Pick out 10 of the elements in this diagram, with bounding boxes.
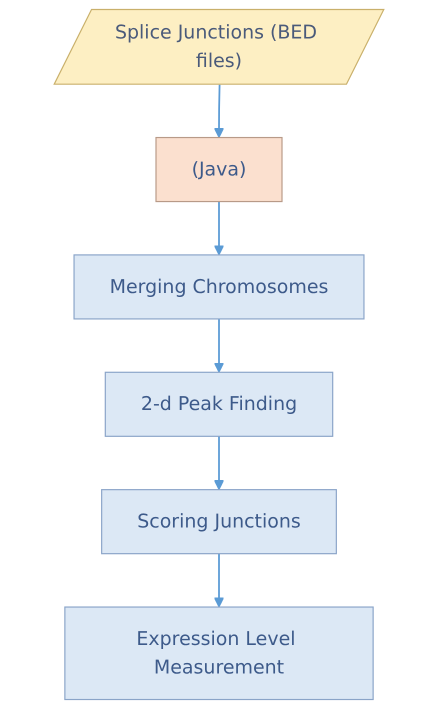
node-box: Merging Chromosomes [73, 254, 365, 320]
arrow [214, 436, 224, 490]
node-box: Expression Level Measurement [64, 606, 374, 700]
arrow [214, 202, 224, 256]
node-box: 2-d Peak Finding [104, 372, 334, 437]
arrow [214, 318, 224, 373]
arrow [214, 84, 224, 138]
arrow [214, 554, 224, 608]
node-box: Scoring Junctions [101, 489, 337, 554]
node-box: (Java) [155, 136, 283, 202]
